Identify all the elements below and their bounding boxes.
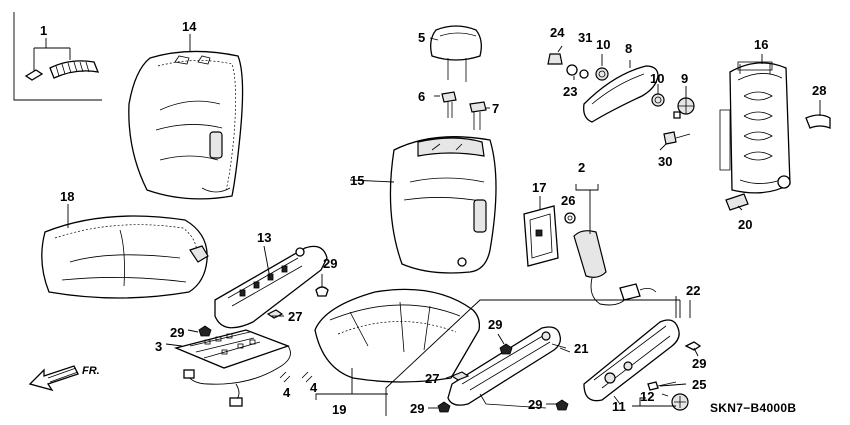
leader-lines: [67, 34, 821, 409]
part-21-inner-rail: [447, 326, 562, 409]
diagram-code: SKN7−B4000B: [710, 401, 796, 415]
part-17-bezel: [523, 205, 559, 267]
label-part-20: 20: [738, 217, 752, 232]
label-part-30: 30: [658, 154, 672, 169]
label-part-12: 12: [640, 389, 654, 404]
label-part-29-b: 29: [170, 325, 184, 340]
label-part-29-f: 29: [410, 401, 424, 416]
label-part-29-a: 29: [323, 256, 337, 271]
label-part-27-a: 27: [288, 309, 302, 324]
fasteners-right: [437, 341, 702, 413]
part-8-armrest: [583, 65, 659, 123]
part-3-seat-heater-pad: [173, 329, 291, 407]
part-16-seat-back-frame: [719, 61, 791, 194]
label-part-31: 31: [578, 30, 592, 45]
direction-label: FR.: [82, 365, 100, 377]
label-part-29-d: 29: [692, 356, 706, 371]
part-19-seat-cushion-pad: [314, 288, 481, 400]
part-20-cover: [725, 193, 749, 211]
part-28-clip: [805, 114, 831, 129]
label-part-14: 14: [182, 19, 197, 34]
label-part-29-e: 29: [528, 397, 542, 412]
label-part-10-b: 10: [650, 71, 664, 86]
label-part-24: 24: [550, 25, 565, 40]
parts-9-30-recliner-hardware: [663, 97, 695, 145]
label-part-16: 16: [754, 37, 768, 52]
label-part-2: 2: [578, 160, 585, 175]
parts-6-7-headrest-guides: [441, 91, 487, 130]
part-14-seat-back-cover: [128, 50, 244, 200]
part-number-labels: 1 14 18 15 13 29 27 29 3 4 4 19 5 6 7 24…: [40, 19, 826, 417]
part-22-outer-rail: [583, 319, 680, 405]
armrest-hardware: [547, 53, 665, 107]
label-part-3: 3: [155, 339, 162, 354]
part-5-headrest: [429, 25, 482, 82]
label-part-1: 1: [40, 23, 47, 38]
label-part-17: 17: [532, 180, 546, 195]
label-part-23: 23: [563, 84, 577, 99]
label-part-9: 9: [681, 71, 688, 86]
part-2-side-airbag: [573, 184, 657, 306]
label-part-4-a: 4: [283, 385, 291, 400]
label-part-21: 21: [574, 341, 588, 356]
label-part-6: 6: [418, 89, 425, 104]
part-26-nut: [564, 212, 576, 224]
label-part-22: 22: [686, 283, 700, 298]
label-part-28: 28: [812, 83, 826, 98]
label-part-29-c: 29: [488, 317, 502, 332]
label-part-19: 19: [332, 402, 346, 417]
direction-arrow-icon: [28, 365, 79, 392]
label-part-26: 26: [561, 193, 575, 208]
part-15-seat-back-pad: [389, 136, 497, 274]
label-part-13: 13: [257, 230, 271, 245]
part-1-clip-kit: [13, 12, 102, 101]
label-part-25: 25: [692, 377, 706, 392]
label-part-10-a: 10: [596, 37, 610, 52]
label-part-18: 18: [60, 189, 74, 204]
label-part-7: 7: [492, 101, 499, 116]
label-part-27-b: 27: [425, 371, 439, 386]
fasteners-left: [198, 274, 329, 383]
label-part-11: 11: [612, 399, 626, 414]
label-part-5: 5: [418, 30, 425, 45]
rail-bracket-lines: [385, 296, 681, 416]
label-part-4-b: 4: [310, 380, 318, 395]
part-18-seat-cushion-cover: [41, 215, 209, 299]
label-part-8: 8: [625, 41, 632, 56]
label-part-15: 15: [350, 173, 364, 188]
part-13-side-trim: [214, 245, 328, 329]
